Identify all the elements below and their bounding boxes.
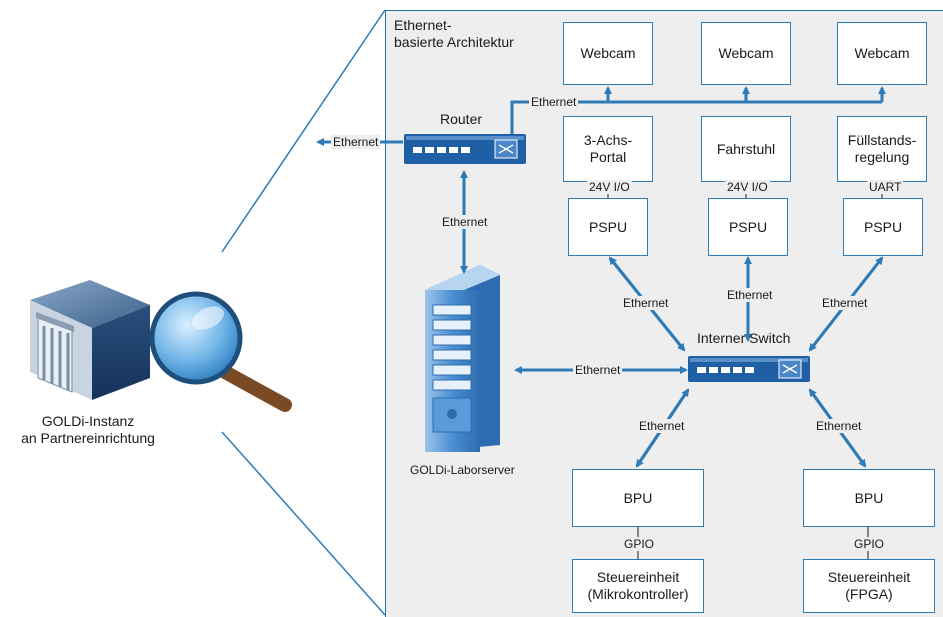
panel-title: Ethernet- basierte Architektur [394, 17, 514, 50]
ethernet-label-router-server: Ethernet [440, 215, 490, 229]
ethernet-label-webcams: Ethernet [529, 95, 579, 109]
pspu-box: PSPU [843, 198, 923, 256]
magnifier-icon [149, 291, 292, 412]
switch-label: Interner Switch [697, 330, 791, 346]
zoom-line-top [221, 9, 386, 253]
portal-box: 3-Achs- Portal [563, 116, 653, 182]
bpu-box: BPU [803, 469, 935, 527]
controller-fpga-box: Steuereinheit (FPGA) [803, 559, 935, 613]
router-label: Router [440, 111, 483, 127]
ethernet-label-pspu-1: Ethernet [621, 296, 671, 310]
fuellstand-box: Füllstands- regelung [837, 116, 927, 182]
zoom-line-bottom [221, 431, 386, 616]
server-label: GOLDi-Laborserver [410, 463, 515, 477]
instance-label: GOLDi-Instanz an Partnereinrichtung [21, 413, 155, 446]
switch-icon [688, 356, 810, 382]
ethernet-label-pspu-2: Ethernet [725, 288, 775, 302]
webcam-box: Webcam [837, 22, 927, 85]
router-icon [404, 134, 526, 164]
uart-label: UART [867, 180, 904, 194]
building-icon [30, 280, 150, 400]
gpio-label-1: GPIO [622, 537, 657, 551]
io-label-fahrstuhl: 24V I/O [725, 180, 770, 194]
ethernet-label-bpu-2: Ethernet [814, 419, 864, 433]
ethernet-label-uplink: Ethernet [331, 135, 381, 149]
ethernet-label-pspu-3: Ethernet [820, 296, 870, 310]
fahrstuhl-box: Fahrstuhl [701, 116, 791, 182]
bpu-box: BPU [572, 469, 704, 527]
ethernet-label-bpu-1: Ethernet [637, 419, 687, 433]
router-webcam-link [510, 100, 882, 134]
pspu-box: PSPU [568, 198, 648, 256]
pspu-box: PSPU [708, 198, 788, 256]
controller-mcu-box: Steuereinheit (Mikrokontroller) [572, 559, 704, 613]
ethernet-label-server-switch: Ethernet [573, 363, 623, 377]
io-label-portal: 24V I/O [587, 180, 632, 194]
gpio-label-2: GPIO [852, 537, 887, 551]
server-icon [425, 265, 500, 452]
webcam-box: Webcam [563, 22, 653, 85]
webcam-box: Webcam [701, 22, 791, 85]
